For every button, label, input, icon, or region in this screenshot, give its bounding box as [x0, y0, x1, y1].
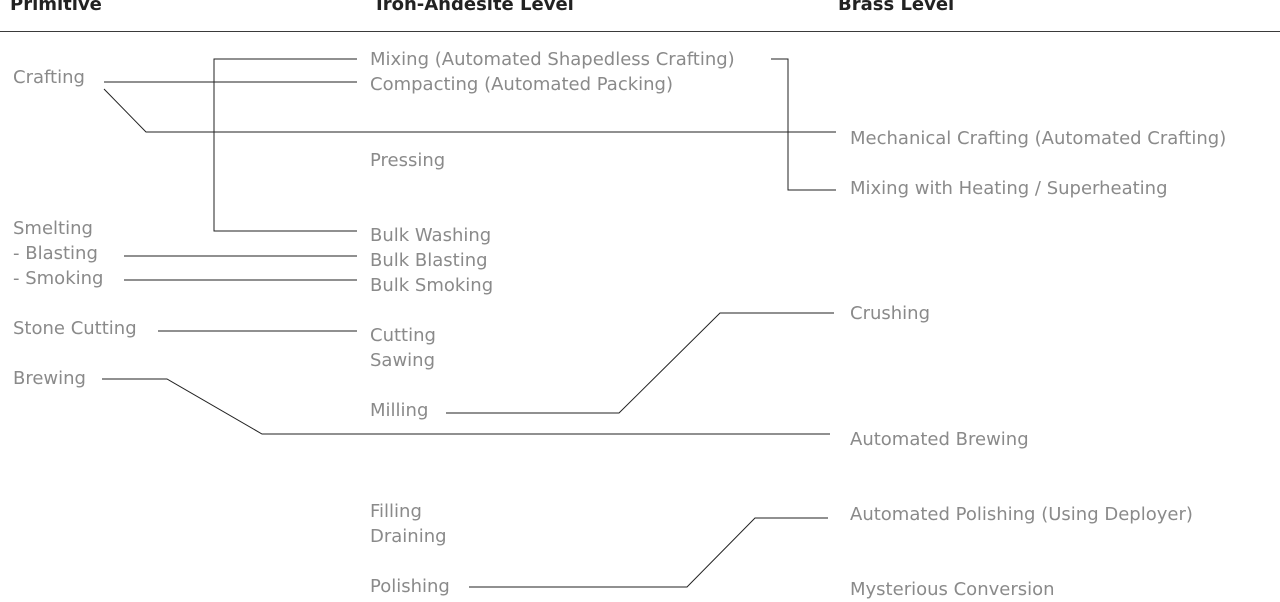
node-draining: Draining — [370, 526, 447, 547]
node-polishing: Polishing — [370, 576, 450, 597]
node-cutting: Cutting — [370, 325, 436, 346]
column-header-brass: Brass Level — [838, 0, 955, 15]
node-crushing: Crushing — [850, 303, 930, 324]
link-mixing-heating — [771, 58, 836, 191]
node-mixing: Mixing (Automated Shapedless Crafting) — [370, 49, 735, 70]
node-smoking: - Smoking — [13, 268, 104, 289]
node-compacting: Compacting (Automated Packing) — [370, 74, 673, 95]
column-header-primitive: Primitive — [10, 0, 102, 15]
link-polishing-automated-polishing — [469, 517, 828, 588]
node-sawing: Sawing — [370, 350, 436, 371]
node-crafting: Crafting — [13, 67, 85, 88]
link-milling-crushing — [446, 312, 834, 414]
node-bulk-blasting: Bulk Blasting — [370, 250, 488, 271]
link-crafting-mechanical-crafting — [103, 88, 836, 133]
node-automated-polishing: Automated Polishing (Using Deployer) — [850, 504, 1193, 525]
node-pressing: Pressing — [370, 150, 446, 171]
node-bulk-washing: Bulk Washing — [370, 225, 492, 246]
node-brewing: Brewing — [13, 368, 86, 389]
link-mixing-bulk-washing — [213, 58, 357, 232]
column-header-iron-andesite: Iron-Andesite Level — [376, 0, 574, 15]
node-mixing-heating: Mixing with Heating / Superheating — [850, 178, 1168, 199]
node-filling: Filling — [370, 501, 422, 522]
node-mysterious-conversion: Mysterious Conversion — [850, 579, 1055, 600]
node-smelting: Smelting — [13, 218, 93, 239]
node-milling: Milling — [370, 400, 429, 421]
node-automated-brewing: Automated Brewing — [850, 429, 1029, 450]
link-brewing-automated-brewing — [102, 378, 830, 435]
header-divider — [0, 31, 1280, 32]
node-blasting: - Blasting — [13, 243, 98, 264]
node-stone-cutting: Stone Cutting — [13, 318, 137, 339]
node-bulk-smoking: Bulk Smoking — [370, 275, 494, 296]
node-mechanical-crafting: Mechanical Crafting (Automated Crafting) — [850, 128, 1227, 149]
